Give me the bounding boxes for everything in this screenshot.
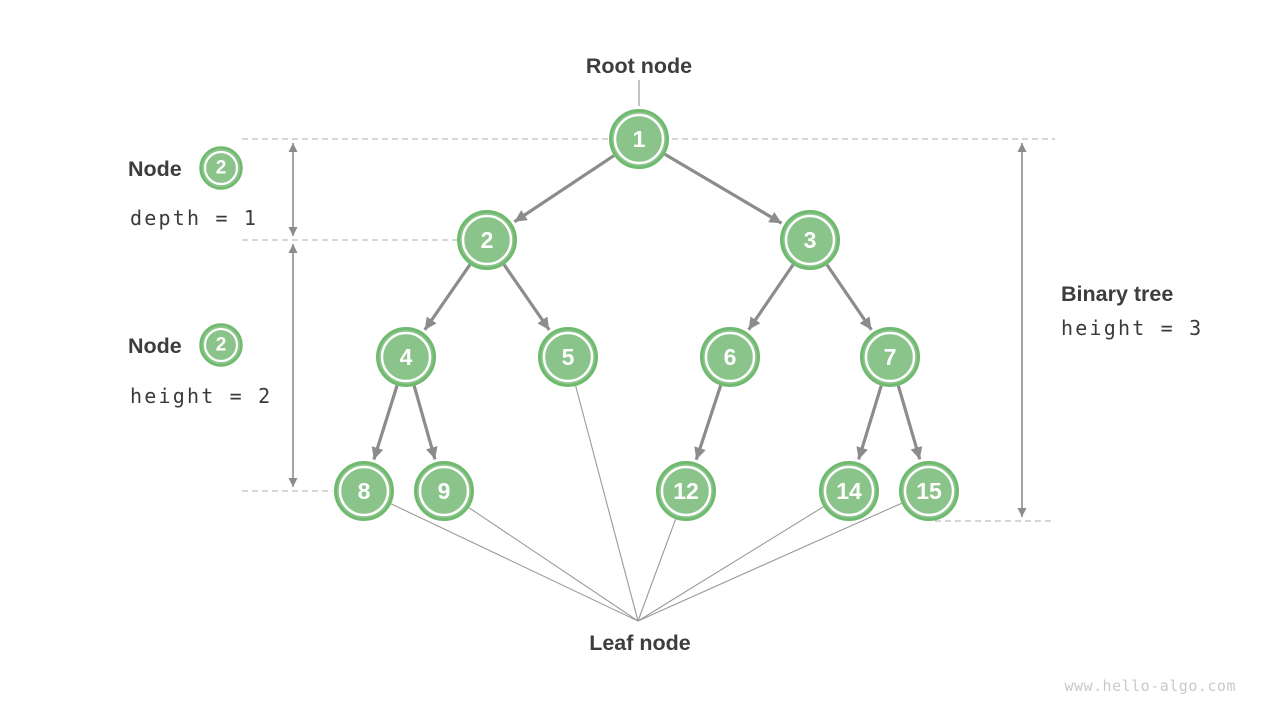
tree-node-inner-ring	[903, 465, 955, 517]
node-height-badge: 2	[199, 323, 243, 367]
annotation-node-depth: Node 2 depth = 1	[128, 146, 258, 230]
tree-edges	[371, 152, 923, 461]
tree-node-value: 12	[673, 478, 699, 504]
tree-node-4: 4	[376, 327, 436, 387]
leaf-pointer-line-9	[468, 507, 639, 622]
tree-edge-4-8	[371, 385, 399, 460]
badge-value: 2	[216, 335, 227, 356]
tree-edge-2-5	[502, 263, 551, 331]
tree-edge-1-2	[513, 154, 615, 224]
leaf-pointer-line-15	[637, 502, 902, 622]
leaf-pointer-line-12	[637, 518, 677, 622]
tree-node-circle	[780, 210, 840, 270]
node-depth-badge: 2	[199, 146, 243, 190]
tree-node-circle	[819, 461, 879, 521]
node-depth-expression: depth = 1	[130, 206, 258, 230]
tree-node-value: 2	[481, 227, 494, 253]
tree-edge-2-4	[423, 263, 472, 331]
root-node-label: Root node	[586, 54, 692, 78]
badge-inner-ring	[203, 327, 239, 363]
binary-tree-expression: height = 3	[1061, 316, 1203, 340]
tree-node-inner-ring	[660, 465, 712, 517]
binary-tree-title: Binary tree	[1061, 282, 1173, 306]
tree-node-12: 12	[656, 461, 716, 521]
badge-value: 2	[216, 158, 227, 179]
tree-node-value: 14	[836, 478, 862, 504]
tree-node-value: 6	[724, 344, 737, 370]
tree-node-6: 6	[700, 327, 760, 387]
tree-node-value: 9	[438, 478, 451, 504]
tree-node-5: 5	[538, 327, 598, 387]
leaf-pointer-line-8	[390, 503, 639, 622]
badge-inner-ring	[203, 150, 239, 186]
tree-node-inner-ring	[704, 331, 756, 383]
tree-node-value: 3	[804, 227, 817, 253]
tree-node-inner-ring	[823, 465, 875, 517]
tree-node-7: 7	[860, 327, 920, 387]
tree-node-inner-ring	[864, 331, 916, 383]
tree-node-circle	[656, 461, 716, 521]
tree-node-inner-ring	[418, 465, 470, 517]
tree-node-2: 2	[457, 210, 517, 270]
annotation-binary-tree: Binary tree height = 3	[1061, 282, 1203, 340]
badge-circle	[199, 323, 243, 367]
annotation-node-height: Node 2 height = 2	[128, 323, 272, 408]
tree-node-circle	[860, 327, 920, 387]
tree-node-inner-ring	[338, 465, 390, 517]
badge-circle	[199, 146, 243, 190]
tree-node-circle	[376, 327, 436, 387]
tree-node-circle	[899, 461, 959, 521]
tree-edge-7-14	[856, 385, 883, 460]
tree-node-value: 5	[562, 344, 575, 370]
tree-node-inner-ring	[784, 214, 836, 266]
tree-edge-6-12	[694, 385, 723, 461]
tree-node-circle	[609, 109, 669, 169]
leaf-pointer-line-5	[575, 385, 639, 622]
node-height-expression: height = 2	[130, 384, 272, 408]
measurement-guides	[242, 138, 1055, 522]
watermark-text: www.hello-algo.com	[1064, 677, 1236, 695]
leaf-pointer-line-14	[637, 506, 824, 622]
tree-node-inner-ring	[461, 214, 513, 266]
tree-edge-3-6	[747, 263, 795, 331]
tree-node-3: 3	[780, 210, 840, 270]
tree-node-value: 4	[400, 344, 413, 370]
tree-node-inner-ring	[613, 113, 665, 165]
tree-node-15: 15	[899, 461, 959, 521]
tree-node-circle	[334, 461, 394, 521]
node-height-title: Node	[128, 334, 182, 358]
tree-node-inner-ring	[542, 331, 594, 383]
tree-node-value: 8	[358, 478, 371, 504]
tree-node-value: 15	[916, 478, 942, 504]
tree-node-circle	[457, 210, 517, 270]
tree-node-circle	[700, 327, 760, 387]
tree-node-14: 14	[819, 461, 879, 521]
tree-edge-3-7	[825, 263, 873, 331]
leaf-pointer-lines	[390, 385, 902, 622]
node-depth-title: Node	[128, 157, 182, 181]
tree-node-value: 1	[633, 126, 646, 152]
tree-edge-4-9	[412, 385, 438, 460]
tree-node-1: 1	[609, 109, 669, 169]
tree-node-9: 9	[414, 461, 474, 521]
tree-node-value: 7	[884, 344, 897, 370]
tree-node-inner-ring	[380, 331, 432, 383]
tree-node-8: 8	[334, 461, 394, 521]
tree-edge-7-15	[896, 385, 923, 460]
tree-node-circle	[414, 461, 474, 521]
tree-edge-1-3	[664, 152, 783, 225]
leaf-node-label: Leaf node	[589, 631, 691, 655]
tree-node-circle	[538, 327, 598, 387]
